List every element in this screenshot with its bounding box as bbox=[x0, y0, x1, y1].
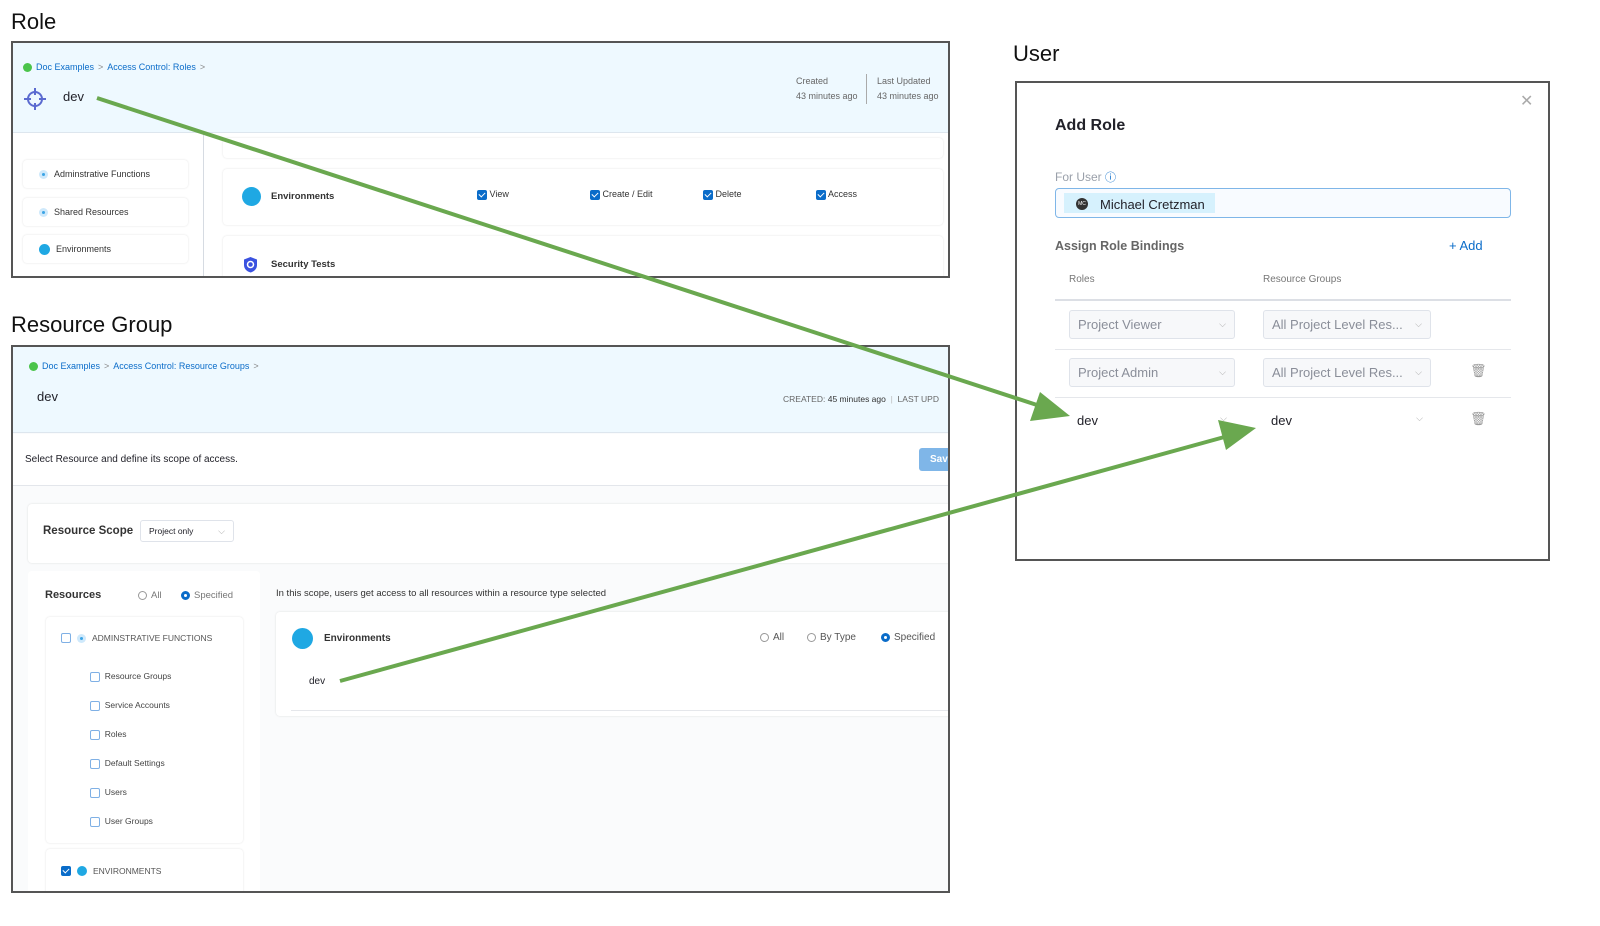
info-icon: ⓘ bbox=[1105, 172, 1117, 184]
resource-scope-select[interactable]: Project only⌵ bbox=[140, 520, 234, 542]
access-checkbox[interactable]: Access bbox=[816, 189, 857, 200]
environment-item-dev[interactable]: dev bbox=[309, 676, 326, 687]
avatar: MC bbox=[1076, 198, 1088, 210]
breadcrumb-link[interactable]: Doc Examples bbox=[36, 62, 95, 72]
env-radio-by-type[interactable]: By Type bbox=[807, 632, 856, 643]
resources-panel: Resources All Specified ADMINSTRATIVE FU… bbox=[28, 571, 260, 891]
environment-icon bbox=[292, 628, 313, 649]
env-radio-all[interactable]: All bbox=[760, 632, 784, 643]
environment-icon bbox=[77, 866, 87, 876]
env-radio-specified[interactable]: Specified bbox=[881, 632, 935, 643]
environment-icon bbox=[242, 187, 261, 206]
default-settings-checkbox[interactable]: Default Settings bbox=[90, 749, 171, 778]
resource-scope-card: Resource Scope Project only⌵ bbox=[28, 504, 948, 563]
roles-checkbox[interactable]: Roles bbox=[90, 720, 171, 749]
breadcrumb: Doc Examples> Access Control: Roles> bbox=[23, 62, 205, 72]
save-button[interactable]: Sav bbox=[919, 448, 948, 471]
breadcrumb: Doc Examples> Access Control: Resource G… bbox=[29, 361, 259, 371]
resource-group-section-label: Resource Group bbox=[11, 312, 173, 337]
for-user-label: For User ⓘ bbox=[1055, 170, 1117, 184]
resource-group-header: Doc Examples> Access Control: Resource G… bbox=[13, 347, 948, 433]
trash-icon[interactable]: 🗑 bbox=[1470, 411, 1487, 426]
view-checkbox[interactable]: View bbox=[477, 189, 509, 200]
security-tests-card[interactable]: Security Tests bbox=[223, 236, 943, 276]
add-binding-button[interactable]: + Add bbox=[1449, 238, 1483, 253]
resource-group-panel: Doc Examples> Access Control: Resource G… bbox=[11, 345, 950, 893]
chevron-down-icon: ⌵ bbox=[218, 526, 225, 536]
resource-groups-checkbox[interactable]: Resource Groups bbox=[90, 662, 171, 691]
col-roles: Roles bbox=[1069, 274, 1095, 285]
resource-group-select[interactable]: dev⌵ bbox=[1271, 413, 1423, 428]
resource-group-select[interactable]: All Project Level Res...⌵ bbox=[1263, 310, 1431, 339]
admin-items: Resource Groups Service Accounts Roles D… bbox=[90, 662, 171, 836]
shield-icon bbox=[244, 257, 257, 273]
breadcrumb-link[interactable]: Access Control: Resource Groups bbox=[113, 361, 250, 371]
role-panel: Doc Examples> Access Control: Roles> dev… bbox=[11, 41, 950, 278]
breadcrumb-link[interactable]: Doc Examples bbox=[42, 361, 101, 371]
project-icon bbox=[29, 361, 38, 371]
role-select[interactable]: Project Viewer⌵ bbox=[1069, 310, 1235, 339]
environments-card: Environments All By Type Specified dev bbox=[276, 612, 948, 716]
delete-checkbox[interactable]: Delete bbox=[703, 189, 742, 200]
col-resource-groups: Resource Groups bbox=[1263, 274, 1342, 285]
admin-icon bbox=[39, 169, 48, 179]
dialog-title: Add Role bbox=[1055, 117, 1126, 134]
bindings-label: Assign Role Bindings bbox=[1055, 239, 1185, 253]
admin-functions-checkbox[interactable]: ADMINSTRATIVE FUNCTIONS bbox=[61, 633, 212, 643]
project-icon bbox=[23, 62, 32, 72]
sidebar-item-admin[interactable]: Adminstrative Functions bbox=[23, 160, 188, 188]
card-partial bbox=[223, 138, 943, 158]
role-name: dev bbox=[63, 89, 84, 104]
trash-icon[interactable]: 🗑 bbox=[1470, 363, 1487, 378]
environment-icon bbox=[39, 243, 50, 255]
role-select[interactable]: Project Admin⌵ bbox=[1069, 358, 1235, 387]
scope-note: In this scope, users get access to all r… bbox=[276, 588, 607, 599]
role-crosshair-icon bbox=[24, 88, 46, 110]
resource-group-select[interactable]: All Project Level Res...⌵ bbox=[1263, 358, 1431, 387]
radio-all[interactable]: All bbox=[138, 590, 162, 601]
user-section-label: User bbox=[1013, 41, 1060, 66]
create-edit-checkbox[interactable]: Create / Edit bbox=[590, 189, 653, 200]
user-groups-checkbox[interactable]: User Groups bbox=[90, 807, 171, 836]
radio-specified[interactable]: Specified bbox=[181, 590, 233, 601]
environments-permission-card: Environments View Create / Edit Delete A… bbox=[223, 169, 943, 225]
environments-group: ENVIRONMENTS bbox=[46, 849, 243, 891]
close-icon[interactable]: ✕ bbox=[1520, 93, 1534, 110]
admin-icon bbox=[77, 633, 86, 643]
admin-functions-group: ADMINSTRATIVE FUNCTIONS Resource Groups … bbox=[46, 617, 243, 843]
sidebar-item-environments[interactable]: Environments bbox=[23, 235, 188, 263]
service-accounts-checkbox[interactable]: Service Accounts bbox=[90, 691, 171, 720]
sidebar-item-shared[interactable]: Shared Resources bbox=[23, 198, 188, 226]
description: Select Resource and define its scope of … bbox=[25, 454, 238, 465]
users-checkbox[interactable]: Users bbox=[90, 778, 171, 807]
role-header: Doc Examples> Access Control: Roles> dev… bbox=[13, 43, 948, 133]
role-section-label: Role bbox=[11, 9, 57, 34]
created-info: CREATED: 45 minutes ago | LAST UPD bbox=[783, 394, 939, 404]
resource-group-name: dev bbox=[37, 389, 58, 404]
environments-checkbox[interactable]: ENVIRONMENTS bbox=[61, 866, 161, 876]
breadcrumb-link[interactable]: Access Control: Roles bbox=[107, 62, 196, 72]
description-bar: Select Resource and define its scope of … bbox=[13, 434, 948, 486]
role-select[interactable]: dev⌵ bbox=[1077, 413, 1227, 428]
shared-icon bbox=[39, 207, 48, 217]
